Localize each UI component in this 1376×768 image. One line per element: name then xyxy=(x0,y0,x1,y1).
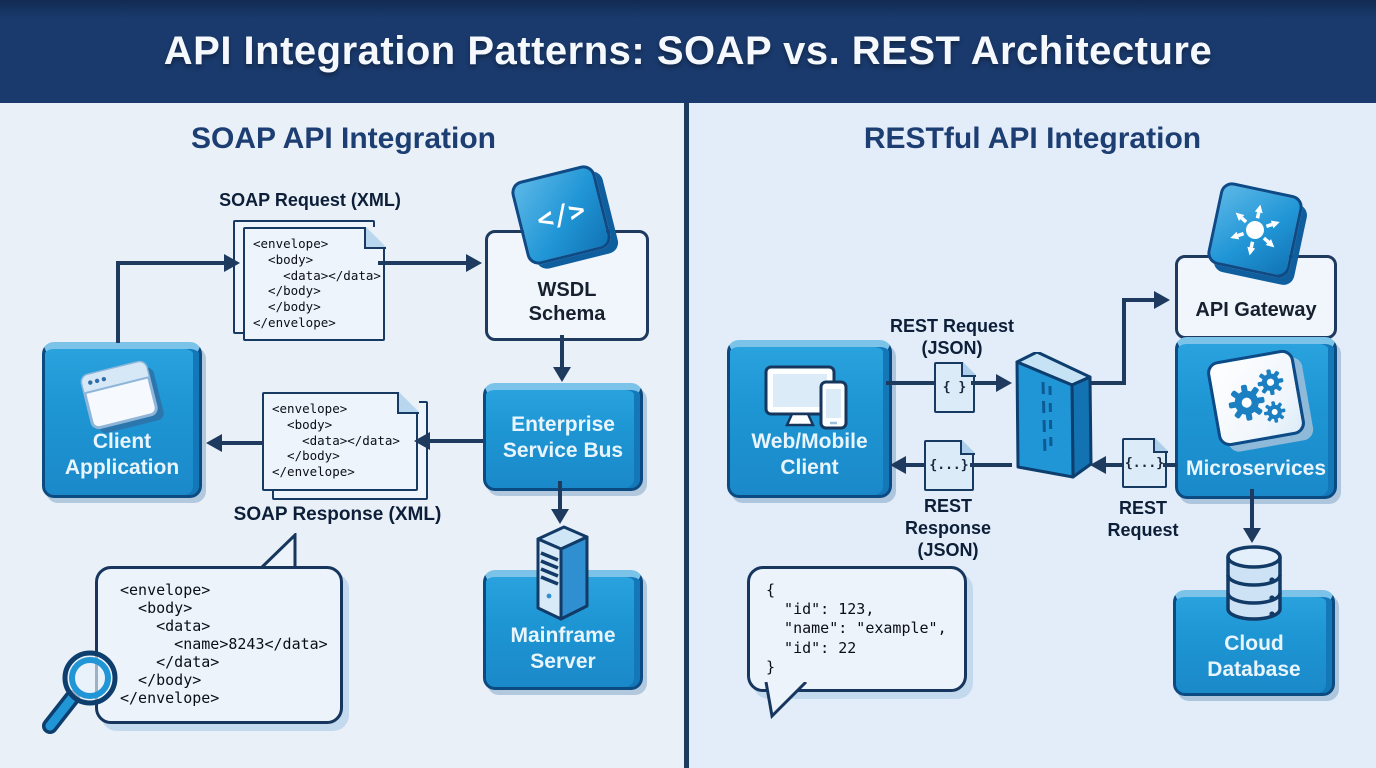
soap-request-xml: <envelope> <body> <data></data> </body> … xyxy=(253,236,381,330)
json-request-doc-icon: { } xyxy=(934,361,976,413)
panel-divider xyxy=(684,103,689,768)
node-enterprise-service-bus: Enterprise Service Bus xyxy=(483,383,643,491)
connector xyxy=(1106,463,1122,467)
arrowhead xyxy=(1090,456,1106,474)
api-panel-icon xyxy=(1005,350,1100,507)
json-detail-bubble: { "id": 123, "name": "example", "id": 22… xyxy=(747,566,967,692)
rest-section-title: RESTful API Integration xyxy=(863,122,1202,155)
xml-detail-code: <envelope> <body> <data> <name>8243</dat… xyxy=(120,581,328,707)
connector xyxy=(222,441,264,445)
node-mainframe-server: Mainframe Server xyxy=(483,570,643,690)
connector xyxy=(1250,489,1254,530)
page-fold-icon xyxy=(396,391,419,414)
soap-request-doc: <envelope> <body> <data></data> </body> … xyxy=(243,226,386,341)
page-fold-icon xyxy=(960,361,976,377)
connector xyxy=(1163,463,1177,467)
arrowhead xyxy=(1154,291,1170,309)
node-client-application: Client Application xyxy=(42,342,202,498)
json-request2-doc-icon: {...} xyxy=(1122,437,1168,488)
page-fold-icon xyxy=(959,439,975,455)
arrowhead xyxy=(224,254,240,272)
connector xyxy=(970,463,1012,467)
arrowhead xyxy=(1243,528,1261,543)
connector xyxy=(1090,381,1126,385)
connector xyxy=(558,481,562,511)
soap-response-xml: <envelope> <body> <data></data> </body> … xyxy=(272,401,400,479)
gears-icon xyxy=(1205,348,1307,448)
arrowhead xyxy=(414,432,430,450)
header-bar: API Integration Patterns: SOAP vs. REST … xyxy=(0,0,1376,103)
devices-icon xyxy=(764,365,856,436)
arrowhead xyxy=(206,434,222,452)
rest-request-label: REST Request (JSON) xyxy=(889,316,1015,358)
node-web-mobile-client: Web/Mobile Client xyxy=(727,340,892,498)
arrowhead xyxy=(551,509,569,524)
arrowhead xyxy=(553,367,571,382)
connector xyxy=(906,463,924,467)
page-fold-icon xyxy=(1152,437,1168,453)
xml-bubble-tail xyxy=(255,531,301,577)
arrowhead xyxy=(996,374,1012,392)
arrowhead xyxy=(890,456,906,474)
soap-request-label: SOAP Request (XML) xyxy=(219,190,401,210)
soap-response-doc: <envelope> <body> <data></data> </body> … xyxy=(262,391,419,491)
connector xyxy=(378,261,468,265)
gateway-hub-icon xyxy=(1205,180,1305,280)
connector xyxy=(560,335,564,369)
connector xyxy=(116,263,120,343)
database-icon xyxy=(1223,544,1285,629)
soap-response-label: SOAP Response (XML) xyxy=(233,504,442,525)
connector xyxy=(1122,300,1126,385)
connector xyxy=(116,261,226,265)
json-bubble-tail xyxy=(762,680,812,724)
magnifier-icon xyxy=(36,642,128,749)
soap-section-title: SOAP API Integration xyxy=(190,122,497,155)
connector xyxy=(430,439,483,443)
browser-window-icon xyxy=(77,354,179,450)
rest-request2-label: REST Request xyxy=(1107,498,1179,540)
rest-response-label: REST Response (JSON) xyxy=(904,496,992,560)
arrowhead xyxy=(466,254,482,272)
connector xyxy=(1122,298,1156,302)
page-title: API Integration Patterns: SOAP vs. REST … xyxy=(163,29,1213,73)
json-detail-code: { "id": 123, "name": "example", "id": 22… xyxy=(766,581,947,676)
json-response-doc-icon: {...} xyxy=(924,439,975,491)
connector xyxy=(886,381,934,385)
server-tower-icon xyxy=(530,522,594,629)
connector xyxy=(971,381,998,385)
xml-detail-bubble: <envelope> <body> <data> <name>8243</dat… xyxy=(95,566,343,724)
page-fold-icon xyxy=(363,226,386,249)
